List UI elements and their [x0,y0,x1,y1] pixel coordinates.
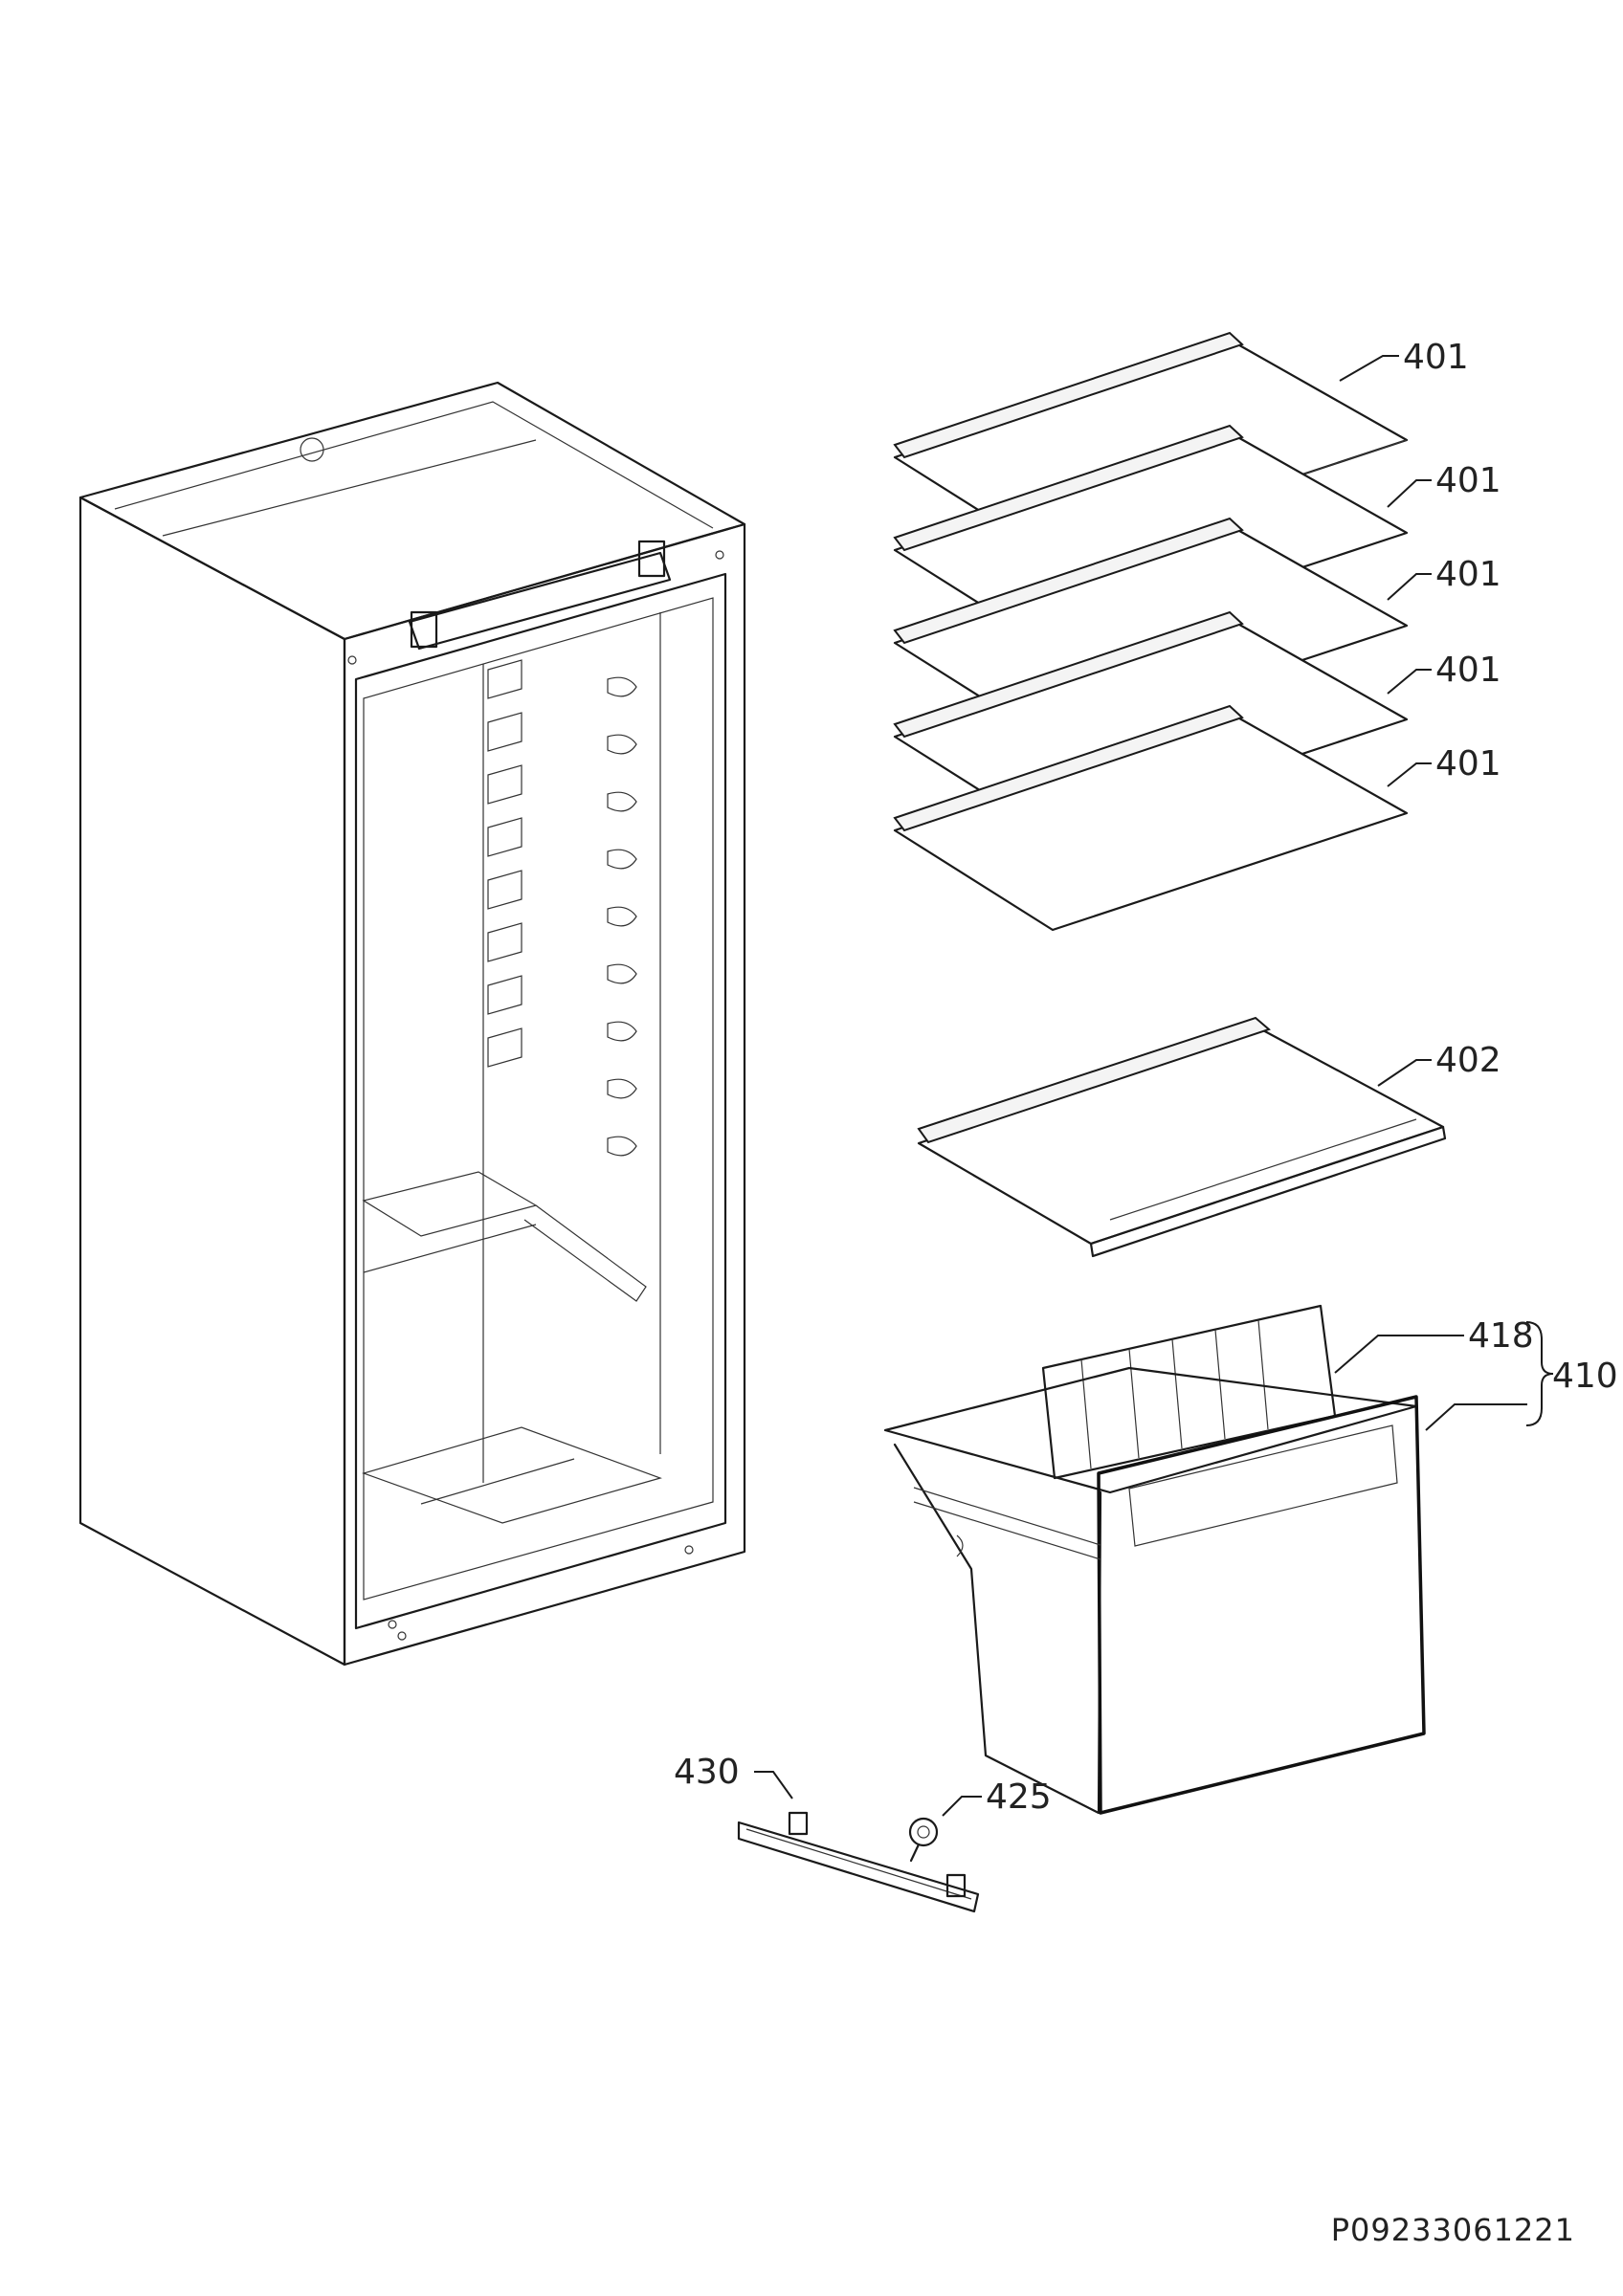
callout-401-b: 401 [1435,461,1501,500]
callout-410: 410 [1552,1357,1618,1396]
glass-shelf-401-5 [893,704,1409,932]
callout-402: 402 [1435,1041,1501,1080]
document-code: P09233061221 [1330,2212,1575,2248]
crisper-drawer-410 [883,1304,1426,1815]
callout-401-e: 401 [1435,744,1501,784]
callout-401-a: 401 [1403,338,1469,377]
shelf-support-ribs [487,659,522,1068]
callout-leaders [754,355,1554,1817]
refrigerator-cabinet [78,381,746,1667]
fastener-425 [908,1817,939,1863]
callout-430: 430 [674,1753,740,1792]
callout-418: 418 [1468,1316,1534,1356]
glass-shelf-402 [917,1016,1447,1258]
callout-425: 425 [986,1777,1052,1817]
drawer-slide-rail-430 [737,1811,980,1913]
callout-401-c: 401 [1435,555,1501,594]
right-shelf-supports [607,676,637,1157]
callout-401-d: 401 [1435,651,1501,690]
